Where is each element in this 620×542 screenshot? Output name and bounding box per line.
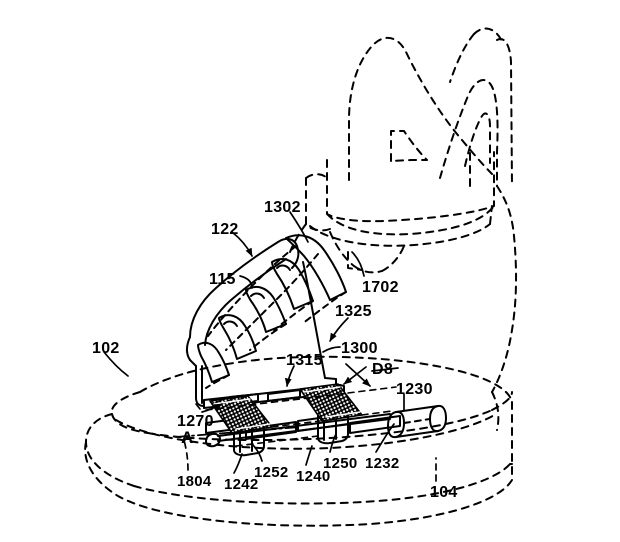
label-122: 122 [211,221,239,238]
label-1252: 1252 [254,464,289,481]
label-1804: 1804 [177,473,212,490]
label-1270: 1270 [177,413,214,430]
label-1240: 1240 [296,468,331,485]
label-1325: 1325 [335,303,372,320]
stipple-belt-bands [209,383,363,434]
front-riser-post [195,365,205,407]
leader-lines [103,211,437,482]
motor-cylinder [387,404,447,439]
label-1300: 1300 [341,340,378,357]
sole-outline [84,355,513,527]
label-115: 115 [209,271,236,288]
label-1315: 1315 [286,352,323,369]
label-1242: 1242 [224,476,259,493]
label-section-a: A [181,428,194,447]
hidden-detail-lines [205,386,397,447]
label-d8: D8 [372,361,394,378]
label-1230: 1230 [396,381,433,398]
label-1250: 1250 [323,455,358,472]
label-104: 104 [430,484,458,501]
label-1702: 1702 [362,279,399,296]
label-1232: 1232 [365,455,400,472]
label-1302: 1302 [264,199,301,216]
section-line-a [175,426,301,438]
label-102: 102 [92,340,120,357]
